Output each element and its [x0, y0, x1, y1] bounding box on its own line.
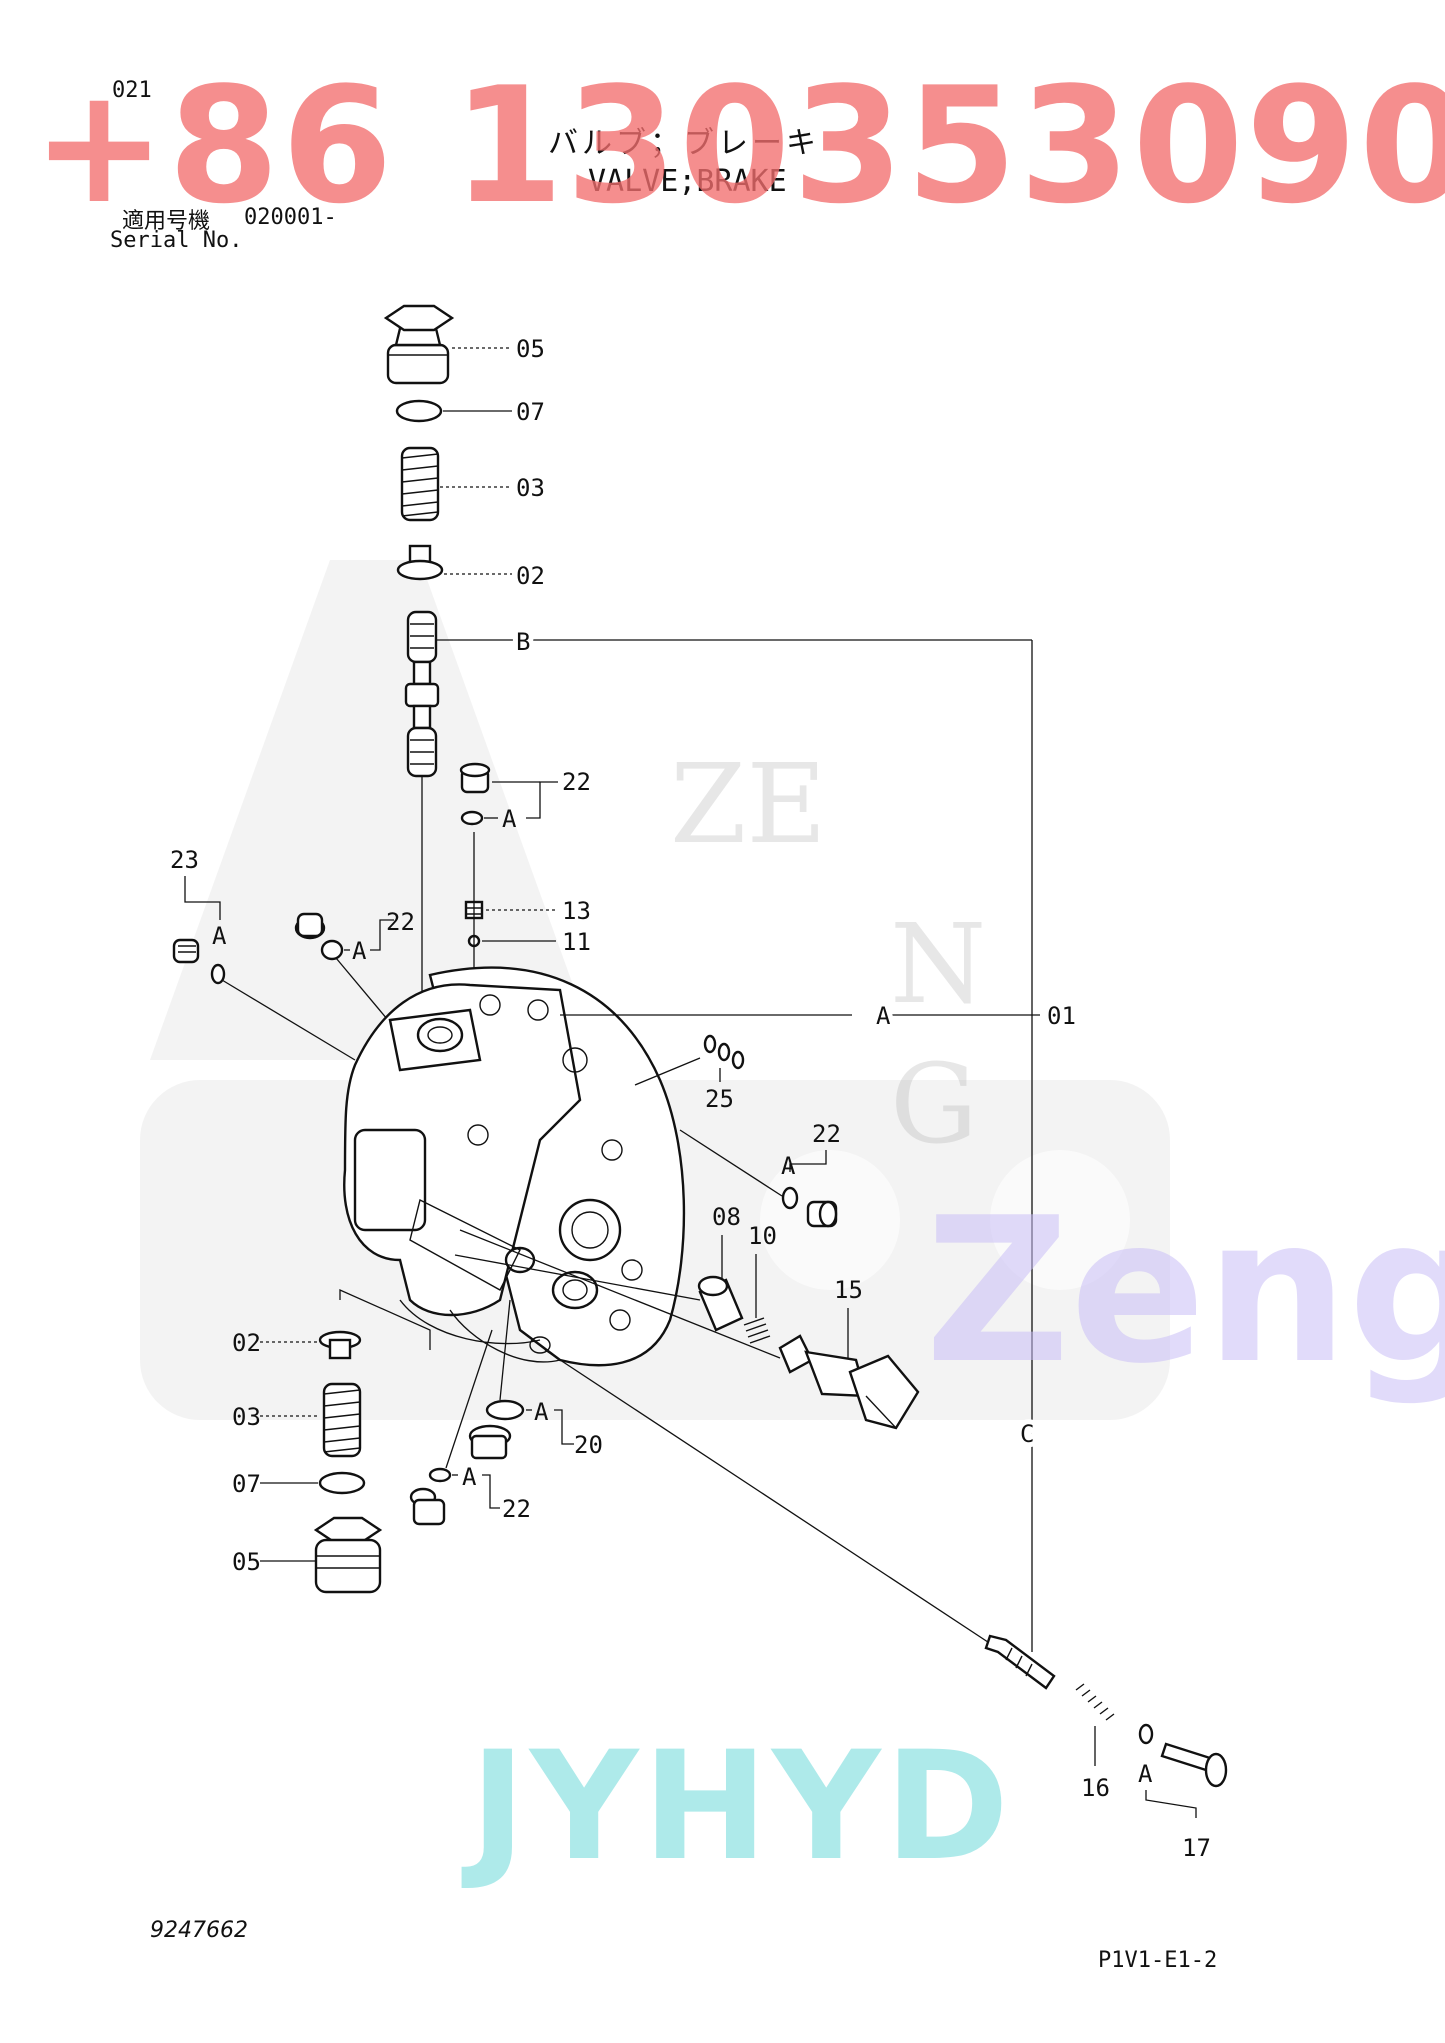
leader-15-body: [459, 1229, 781, 1359]
reference-A4: A: [876, 1002, 891, 1030]
plug-20-part: [468, 1424, 512, 1460]
o-ring-22-lower: [428, 1467, 452, 1483]
logo-watermark-letter-g: G: [890, 1040, 978, 1168]
callout-17: 17: [1182, 1834, 1211, 1862]
callout-16: 16: [1081, 1774, 1110, 1802]
leader-20: [554, 1409, 574, 1445]
callout-22-c: 22: [812, 1120, 841, 1148]
o-ring-22-upper: [460, 810, 484, 826]
o-ring-22-right: [781, 1186, 799, 1210]
seat-top-part: [396, 544, 444, 581]
leader-bottom-stack: [339, 1288, 431, 1350]
spring-16-part: [1075, 1683, 1115, 1721]
title-english: VALVE;BRAKE: [588, 164, 787, 199]
reference-A6: A: [534, 1398, 549, 1426]
logo-watermark-letter-n: N: [890, 900, 987, 1028]
callout-25: 25: [705, 1085, 734, 1113]
callout-03-bottom: 03: [232, 1403, 261, 1431]
callout-05-top: 05: [516, 335, 545, 363]
leader-22-a: [526, 781, 558, 819]
callout-22-b: 22: [386, 908, 415, 936]
reference-A7: A: [462, 1463, 477, 1491]
callout-20: 20: [574, 1431, 603, 1459]
reference-C: C: [1020, 1420, 1034, 1448]
callout-22-a: 22: [562, 768, 591, 796]
reference-B: B: [516, 628, 530, 656]
serial-value: 020001-: [244, 205, 337, 230]
callout-22-d: 22: [502, 1495, 531, 1523]
callout-02-top: 02: [516, 562, 545, 590]
o-ring-20-part: [485, 1399, 525, 1421]
document-number: 9247662: [150, 1918, 248, 1943]
serial-label-english: Serial No.: [110, 228, 243, 253]
o-ring-17: [1138, 1723, 1154, 1745]
reference-A2: A: [212, 922, 227, 950]
callout-13: 13: [562, 897, 591, 925]
svg-text:C: C: [1020, 1420, 1034, 1448]
leader-22-b: [370, 919, 394, 951]
leader-25-body: [634, 1057, 701, 1086]
o-ring-22-left: [320, 939, 344, 961]
callout-02-bottom: 02: [232, 1329, 261, 1357]
plug-top-part: [383, 304, 455, 385]
reference-A3: A: [352, 937, 367, 965]
o-ring-23: [210, 963, 226, 985]
page-number: 021: [112, 78, 152, 103]
leader-23-body: [221, 979, 356, 1061]
callout-07-top: 07: [516, 398, 545, 426]
logo-watermark-letters-ze: ZE: [670, 740, 827, 868]
o-ring-top-part: [395, 399, 443, 423]
plug-22-right-part: [806, 1200, 838, 1228]
spool-part: [404, 610, 440, 778]
callout-08: 08: [712, 1203, 741, 1231]
callout-15: 15: [834, 1276, 863, 1304]
plug-17-part: [1160, 1742, 1228, 1788]
leader-23: [184, 876, 221, 920]
spring-bottom-part: [322, 1382, 362, 1458]
reference-A5: A: [781, 1152, 796, 1180]
phone-watermark: +86 13035309093: [32, 52, 1445, 239]
pins-25-part: [703, 1034, 745, 1070]
callout-23: 23: [170, 846, 199, 874]
plug-23-part: [172, 938, 200, 964]
spring-10-part: [743, 1317, 771, 1344]
plug-22-upper-part: [459, 762, 491, 794]
jyhyd-watermark: JYHYD: [470, 1720, 1014, 1894]
plug-15-part: [778, 1334, 920, 1430]
leader-22-c: [789, 1150, 827, 1172]
callout-11: 11: [562, 928, 591, 956]
callout-03-top: 03: [516, 474, 545, 502]
title-japanese: バルブ；ブレーキ: [548, 126, 820, 161]
seat-bottom-part: [318, 1330, 362, 1360]
valve-body-part: [343, 966, 686, 1367]
plug-bottom-part: [313, 1516, 383, 1594]
plug-22-lower-part: [409, 1487, 446, 1526]
callout-10: 10: [748, 1222, 777, 1250]
callout-05-bottom: 05: [232, 1548, 261, 1576]
poppet-part: [984, 1634, 1056, 1690]
leader-22-d: [482, 1474, 500, 1509]
zeng-watermark: Zeng: [925, 1175, 1445, 1408]
page-code: P1V1-E1-2: [1098, 1948, 1218, 1973]
callout-01: 01: [1047, 1002, 1076, 1030]
callout-07-bottom: 07: [232, 1470, 261, 1498]
serial-label-japanese: 適用号機: [122, 209, 211, 234]
reference-A1: A: [502, 805, 517, 833]
leader-22c-body: [679, 1129, 783, 1197]
reference-A8: A: [1138, 1760, 1153, 1788]
sleeve-08-part: [697, 1275, 744, 1332]
leader-17: [1145, 1790, 1197, 1818]
leader-long-diagonal: [544, 1349, 1001, 1651]
o-ring-bottom-part: [318, 1471, 366, 1495]
spring-top-part: [400, 446, 440, 522]
plug-22-left-part: [294, 912, 326, 940]
